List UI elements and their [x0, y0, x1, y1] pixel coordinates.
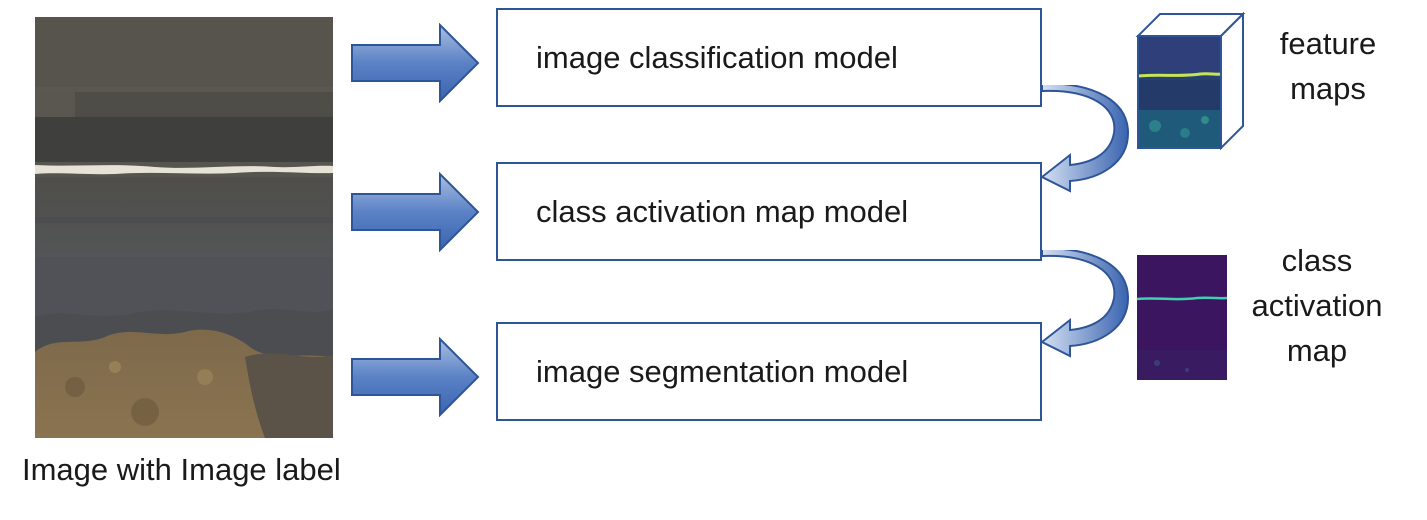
- class-activation-map-label: class activation map: [1232, 238, 1402, 373]
- curved-arrow-classification-to-cam: [1040, 85, 1130, 193]
- input-arrow-classification: [351, 23, 480, 103]
- class-activation-map-thumbnail: [1137, 255, 1227, 380]
- feature-maps-label-line2: maps: [1290, 71, 1366, 106]
- rock-core-image: [35, 17, 333, 438]
- image-caption: Image with Image label: [22, 452, 341, 487]
- segmentation-model-box: image segmentation model: [496, 322, 1042, 421]
- cam-model-label: class activation map model: [536, 193, 909, 229]
- classification-model-label: image classification model: [536, 39, 898, 75]
- classification-model-box: image classification model: [496, 8, 1042, 107]
- feature-maps-label: feature maps: [1258, 21, 1398, 111]
- segmentation-model-label: image segmentation model: [536, 353, 909, 389]
- cam-model-box: class activation map model: [496, 162, 1042, 261]
- curved-arrow-cam-to-segmentation: [1040, 250, 1130, 358]
- feature-maps-label-line1: feature: [1279, 26, 1377, 61]
- feature-maps-cube-icon: [1135, 11, 1246, 151]
- cam-label-line2: activation: [1251, 288, 1383, 323]
- input-arrow-segmentation: [351, 337, 480, 417]
- input-arrow-cam: [351, 172, 480, 252]
- cam-label-line1: class: [1281, 243, 1353, 278]
- cam-label-line3: map: [1286, 333, 1348, 368]
